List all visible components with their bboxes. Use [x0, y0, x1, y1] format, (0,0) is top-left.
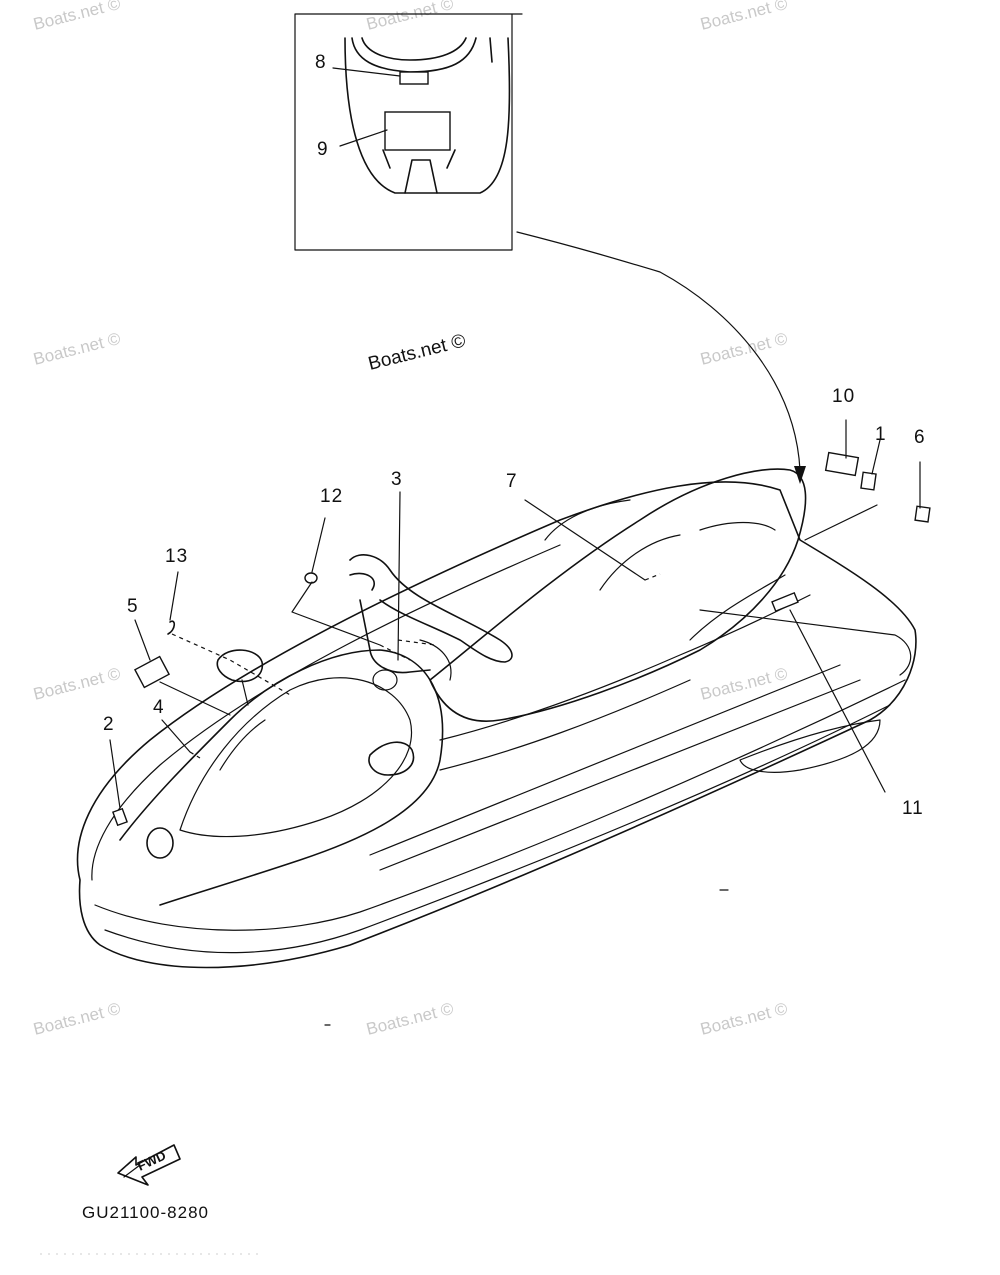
decal-8 — [399, 71, 429, 85]
decal-2 — [112, 807, 128, 827]
forward-arrow-icon: FWD — [117, 1144, 181, 1186]
inset-rear-view: 8 9 — [294, 13, 523, 251]
watermark: Boats.net © — [31, 999, 122, 1039]
callout-labels: 10 1 6 7 3 12 13 5 4 2 11 — [103, 386, 926, 819]
watercraft-drawing — [76, 468, 917, 1026]
callout-13: 13 — [165, 546, 188, 567]
callout-5: 5 — [127, 596, 139, 617]
watermark: Boats.net © — [698, 0, 789, 34]
decal-11 — [771, 591, 799, 613]
watermark: Boats.net © — [698, 999, 789, 1039]
decal-1 — [860, 471, 877, 491]
watermark: Boats.net © — [364, 999, 455, 1039]
callout-10: 10 — [832, 386, 855, 407]
watermark: Boats.net © — [698, 329, 789, 369]
callout-2: 2 — [103, 714, 115, 735]
callout-12: 12 — [320, 486, 343, 507]
decal-9 — [384, 111, 451, 151]
callout-11: 11 — [902, 798, 924, 819]
part-12-ring — [304, 572, 318, 584]
decal-5 — [133, 655, 171, 689]
center-watermark: Boats.net © — [366, 330, 468, 374]
callout-3: 3 — [391, 469, 403, 490]
inset-leader-arrow — [794, 466, 806, 484]
callout-9: 9 — [317, 139, 329, 160]
decal-layer — [112, 451, 931, 827]
watermark: Boats.net © — [31, 0, 122, 34]
watermark-layer: Boats.net © Boats.net © Boats.net © Boat… — [31, 0, 789, 1039]
leader-lines — [109, 419, 921, 809]
watermark: Boats.net © — [31, 664, 122, 704]
watermark: Boats.net © — [364, 0, 455, 34]
decal-10 — [824, 451, 860, 477]
decal-6 — [914, 505, 931, 523]
callout-6: 6 — [914, 427, 926, 448]
callout-1: 1 — [875, 424, 887, 445]
watermark: Boats.net © — [31, 329, 122, 369]
diagram-code: GU21100-8280 — [82, 1203, 209, 1222]
callout-7: 7 — [506, 471, 518, 492]
callout-8: 8 — [315, 52, 327, 73]
inset-leader-line — [516, 231, 801, 471]
fwd-label: FWD — [135, 1148, 168, 1174]
watermark: Boats.net © — [698, 664, 789, 704]
part-13-clip — [167, 620, 176, 635]
callout-4: 4 — [153, 697, 165, 718]
